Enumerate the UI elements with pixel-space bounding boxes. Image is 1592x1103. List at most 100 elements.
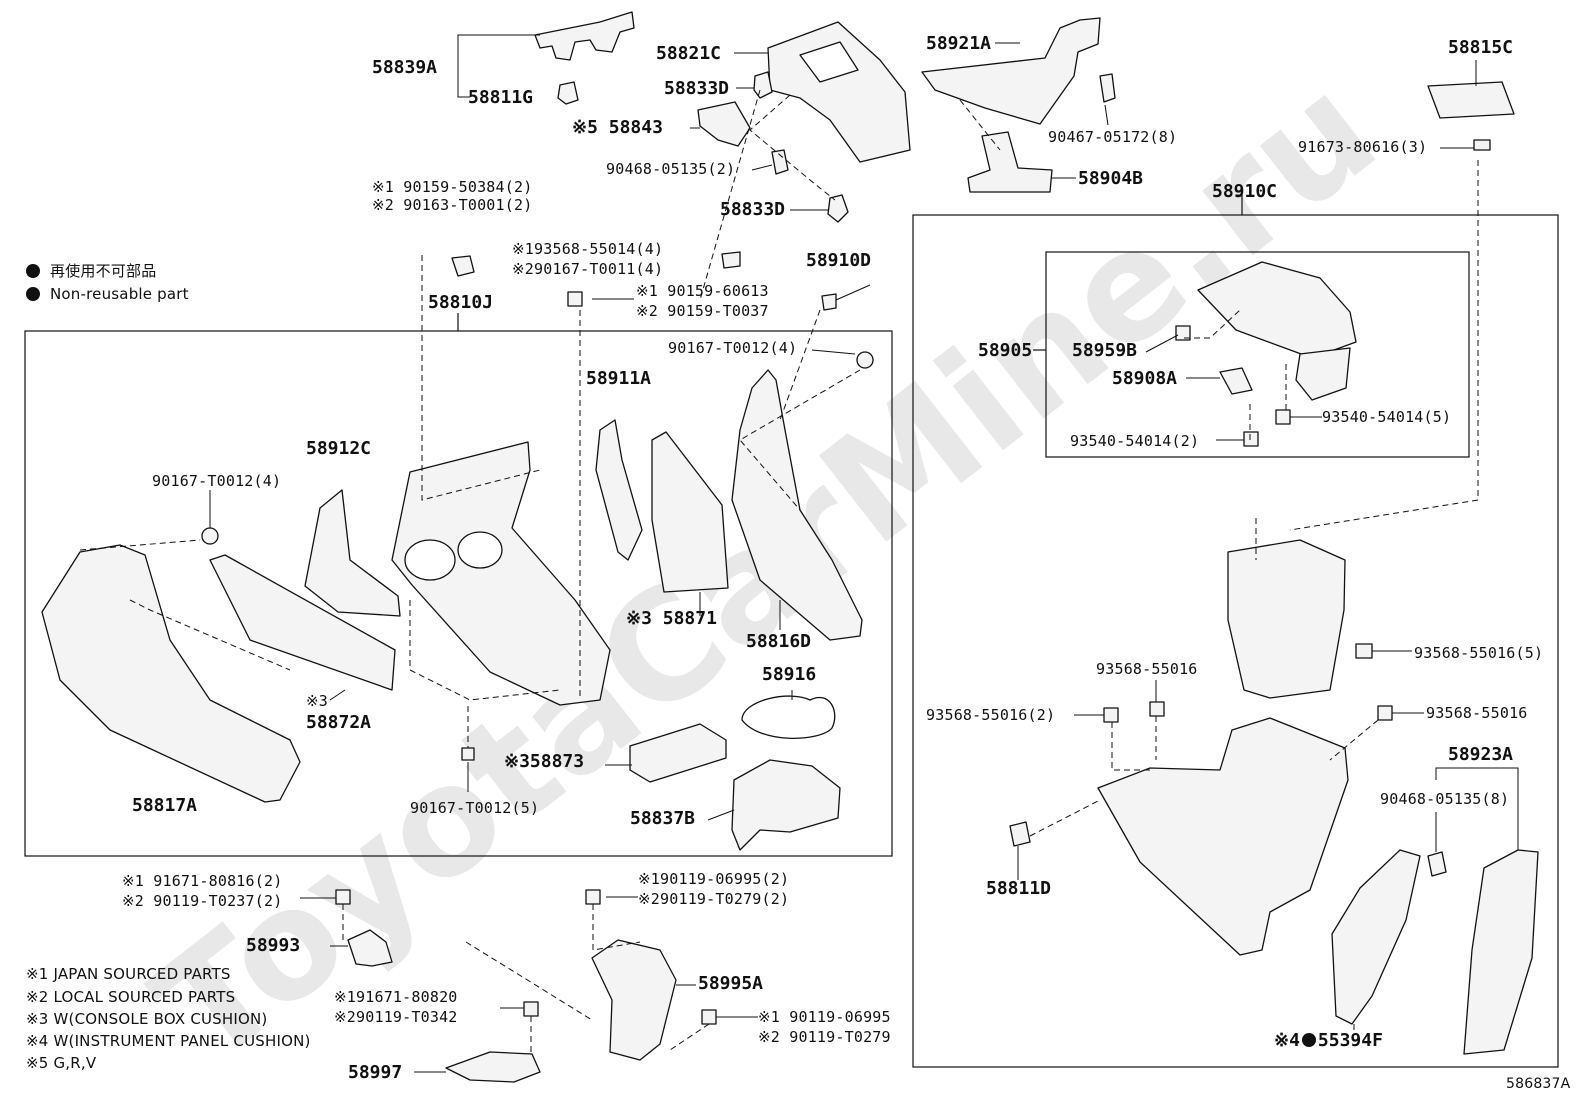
part-58993 (347, 929, 393, 967)
label-93568-55016-a: 93568-55016(5) (1414, 644, 1544, 662)
label-58923A: 58923A (1448, 744, 1514, 765)
label-58811G: 58811G (468, 87, 534, 108)
part-58817A (41, 544, 301, 803)
label-90119-T0279-a: ※290119-T0279(2) (638, 890, 790, 908)
part-58872A (209, 554, 396, 691)
label-90167-T0012-c: 90167-T0012(5) (410, 799, 540, 817)
label-58993: 58993 (246, 935, 301, 956)
part-90467-clip (1099, 73, 1116, 103)
label-90119-T0279-b: ※2 90119-T0279 (758, 1028, 891, 1046)
label-90467-05172: 90467-05172(8) (1048, 128, 1178, 146)
diagram-code: 586837A (1506, 1076, 1571, 1092)
label-58908A: 58908A (1112, 368, 1178, 389)
part-58910C-shell (1097, 717, 1349, 956)
label-90167-T0012-a: 90167-T0012(4) (668, 339, 798, 357)
label-58916: 58916 (762, 664, 817, 685)
label-91673-80616: 91673-80616(3) (1298, 138, 1428, 156)
part-58995A (591, 939, 677, 1061)
part-58811G (557, 81, 579, 105)
label-90119-T0237: ※2 90119-T0237(2) (122, 892, 283, 910)
label-90163-T0001: ※2 90163-T0001(2) (372, 196, 533, 214)
part-58811D (1009, 821, 1031, 847)
label-58959B: 58959B (1072, 340, 1138, 361)
label-58995A: 58995A (698, 973, 764, 994)
label-58837B: 58837B (630, 808, 696, 829)
part-58912C (304, 489, 401, 617)
note-5: ※5 G,R,V (26, 1054, 97, 1072)
nonreusable-dot-icon (1301, 1033, 1316, 1047)
label-58910C: 58910C (1212, 181, 1278, 202)
part-58810J (391, 441, 611, 706)
label-90468-05135-a: 90468-05135(2) (606, 160, 736, 178)
nonreusable-dot-icon (26, 287, 40, 301)
part-58815C (1427, 81, 1515, 119)
part-58911A (595, 419, 643, 561)
part-58904B (967, 131, 1053, 193)
clip-58910D (821, 293, 837, 311)
label-93568-55016-d: 93568-55016 (1426, 704, 1528, 722)
label-58997: 58997 (348, 1062, 403, 1083)
part-58921A (921, 17, 1101, 125)
label-93568-55016-c: 93568-55016(2) (926, 706, 1056, 724)
note-4: ※4 W(INSTRUMENT PANEL CUSHION) (26, 1032, 311, 1050)
part-58997 (445, 1051, 541, 1083)
part-58916 (741, 695, 836, 739)
part-58837B (731, 759, 841, 851)
nonreusable-dot-icon (26, 264, 40, 278)
rear-console-frame (912, 214, 1559, 1068)
part-58871 (651, 431, 729, 593)
label-58811D: 58811D (986, 878, 1052, 899)
legend-nonreusable-jp: 再使用不可部品 (26, 260, 156, 281)
bolt-90167-T0012-b (201, 527, 219, 545)
label-58871: ※3 58871 (626, 608, 717, 629)
label-90468-05135-b: 90468-05135(8) (1380, 790, 1510, 808)
bolt-90159-60613 (567, 291, 583, 307)
label-90159-60613: ※1 90159-60613 (636, 282, 769, 300)
part-58908A (1219, 367, 1253, 395)
label-90167-T0012-b: 90167-T0012(4) (152, 472, 282, 490)
label-90159-50384: ※1 90159-50384(2) (372, 178, 533, 196)
label-58921A: 58921A (926, 33, 992, 54)
bolt-91673 (1473, 139, 1491, 151)
part-58843 (697, 101, 751, 147)
label-58873: ※358873 (504, 751, 585, 772)
label-58815C: 58815C (1448, 37, 1514, 58)
label-93540-54014-a: 93540-54014(5) (1322, 408, 1452, 426)
note-1: ※1 JAPAN SOURCED PARTS (26, 965, 231, 983)
legend-nonreusable-en: Non-reusable part (26, 285, 189, 303)
label-90119-06995-b: ※1 90119-06995 (758, 1008, 891, 1026)
part-58839A (534, 11, 635, 61)
label-58817A: 58817A (132, 795, 198, 816)
label-58872A: 58872A (306, 712, 372, 733)
label-58833D-a: 58833D (664, 78, 730, 99)
bolt-90167-T0012-a (856, 351, 874, 369)
label-90167-T0011: ※290167-T0011(4) (512, 260, 664, 278)
label-58833D-b: 58833D (720, 199, 786, 220)
part-58905 (1197, 261, 1357, 359)
label-91671-80820: ※191671-80820 (334, 988, 458, 1006)
label-58912C: 58912C (306, 438, 372, 459)
armrest-subframe (1045, 251, 1470, 458)
label-93568-55016-b: 93568-55016 (1096, 660, 1198, 678)
label-58872A-mark: ※3 (306, 692, 328, 710)
label-58810J: 58810J (428, 292, 494, 313)
part-58923A (1463, 849, 1539, 1055)
label-91671-80816: ※1 91671-80816(2) (122, 872, 283, 890)
part-55394F (1331, 849, 1421, 1025)
part-58910C-bin (1227, 539, 1346, 699)
label-90119-T0342: ※290119-T0342 (334, 1008, 458, 1026)
part-58873 (629, 723, 727, 783)
bolt-93568-55014 (721, 251, 741, 269)
part-58816D (731, 369, 863, 641)
label-58843: ※5 58843 (572, 117, 663, 138)
label-58911A: 58911A (586, 368, 652, 389)
label-58821C: 58821C (656, 43, 722, 64)
note-3: ※3 W(CONSOLE BOX CUSHION) (26, 1010, 268, 1028)
label-93568-55014: ※193568-55014(4) (512, 240, 664, 258)
label-90159-T0037: ※2 90159-T0037 (636, 302, 769, 320)
note-2: ※2 LOCAL SOURCED PARTS (26, 988, 236, 1006)
part-58833D-b (827, 194, 849, 223)
